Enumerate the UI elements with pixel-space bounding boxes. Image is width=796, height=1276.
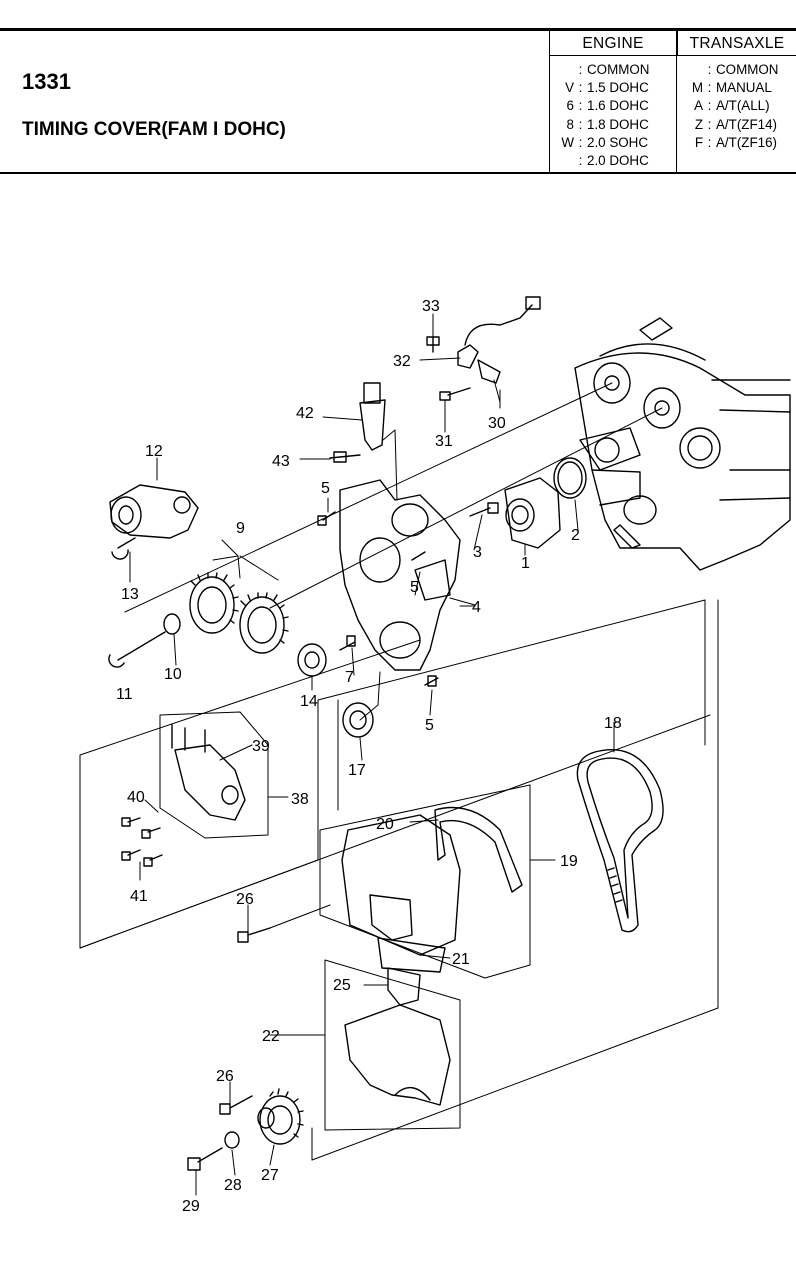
part-label-26-lower: 26	[216, 1068, 234, 1085]
engine-legend-row: W:2.0 SOHC	[561, 134, 649, 150]
part-label-39: 39	[252, 738, 270, 755]
part-label-43: 43	[272, 453, 290, 470]
engine-legend-row: 6:1.6 DOHC	[566, 98, 649, 114]
camshaft-gears-illustration	[108, 555, 289, 668]
transaxle-legend-row: :COMMON	[707, 62, 779, 77]
bolts-illustration	[317, 497, 426, 561]
part-label-5-middle: 5	[410, 579, 419, 596]
sensor-assembly-illustration	[426, 296, 541, 403]
water-pump-illustration	[469, 457, 587, 549]
idler-pulleys-illustration	[297, 635, 439, 738]
header-block: 1331 TIMING COVER(FAM I DOHC) ENGINE :CO…	[0, 28, 796, 174]
part-label-26-upper: 26	[236, 891, 254, 908]
part-label-29: 29	[182, 1198, 200, 1215]
part-label-22: 22	[262, 1028, 280, 1045]
part-label-19: 19	[560, 853, 578, 870]
assembly-outline-lines	[79, 599, 719, 1161]
part-label-42: 42	[296, 405, 314, 422]
part-label-30: 30	[488, 415, 506, 432]
part-label-13: 13	[121, 586, 139, 603]
part-label-11: 11	[116, 686, 133, 703]
part-label-10: 10	[164, 666, 182, 683]
transaxle-legend-heading: TRANSAXLE	[677, 31, 796, 56]
part-label-12: 12	[145, 443, 163, 460]
transaxle-legend-row: Z:A/T(ZF14)	[694, 116, 778, 132]
part-label-14: 14	[300, 693, 318, 710]
part-label-18: 18	[604, 715, 622, 732]
upper-front-cover-illustration	[319, 784, 531, 979]
engine-legend: ENGINE :COMMON V:1.5 DOHC 6:1.6 DOHC 8:1…	[549, 31, 676, 172]
part-label-25: 25	[333, 977, 351, 994]
part-label-28: 28	[224, 1177, 242, 1194]
crank-pulley-illustration	[187, 904, 331, 1171]
part-label-41: 41	[130, 888, 148, 905]
part-label-3: 3	[473, 544, 482, 561]
bracket-illustration	[329, 382, 398, 501]
part-label-38: 38	[291, 791, 309, 808]
part-label-40: 40	[127, 789, 145, 806]
timing-belt-illustration	[576, 748, 664, 933]
part-label-5-upper: 5	[321, 480, 330, 497]
part-label-2: 2	[571, 527, 580, 544]
engine-block-illustration	[574, 317, 791, 571]
part-label-20: 20	[376, 816, 394, 833]
part-label-4: 4	[472, 599, 481, 616]
inner-timing-cover-illustration	[339, 479, 476, 671]
transaxle-legend: TRANSAXLE :COMMON M:MANUAL A:A/T(ALL) Z:…	[676, 31, 796, 172]
tensioner-illustration	[109, 484, 199, 560]
page-title: TIMING COVER(FAM I DOHC)	[22, 119, 286, 140]
part-label-32: 32	[393, 353, 411, 370]
engine-legend-row: 8:1.8 DOHC	[566, 116, 649, 132]
part-label-1: 1	[521, 555, 530, 572]
transaxle-legend-row: F:A/T(ZF16)	[694, 134, 778, 150]
part-label-21: 21	[452, 951, 470, 968]
engine-mount-bracket-illustration	[121, 711, 269, 867]
part-label-31: 31	[435, 433, 453, 450]
part-label-7: 7	[345, 669, 354, 686]
transaxle-legend-row: M:MANUAL	[691, 80, 772, 96]
part-label-33: 33	[422, 298, 440, 315]
engine-legend-row: V:1.5 DOHC	[565, 80, 649, 96]
lower-front-cover-illustration	[324, 959, 461, 1131]
part-label-9: 9	[236, 520, 245, 537]
page-code: 1331	[22, 69, 71, 94]
engine-legend-row: :COMMON	[578, 62, 650, 77]
part-label-17: 17	[348, 762, 366, 779]
engine-legend-heading: ENGINE	[550, 31, 676, 56]
engine-legend-row: :2.0 DOHC	[578, 152, 649, 168]
label-leader-lines	[129, 313, 615, 1196]
transaxle-legend-row: A:A/T(ALL)	[694, 98, 770, 114]
part-number-labels: 33 32 42 30 31 12 43 5 9 2 3 1 5 13 4 10…	[116, 298, 622, 1215]
part-label-27: 27	[261, 1167, 279, 1184]
part-label-5-lower: 5	[425, 717, 434, 734]
